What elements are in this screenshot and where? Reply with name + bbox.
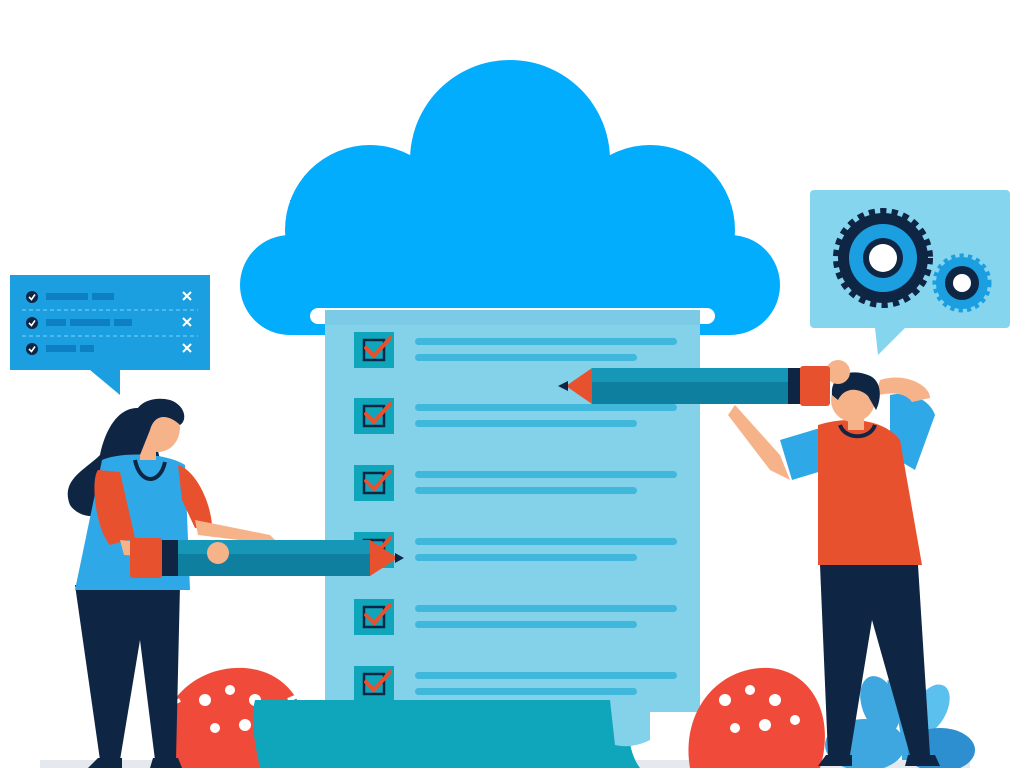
checkmark-icon: [364, 670, 392, 693]
close-icon: [182, 291, 192, 301]
checkmark-icon: [364, 469, 392, 492]
checkmark-icon: [364, 402, 392, 425]
large-gear-icon: [833, 208, 933, 308]
checklist-row: [354, 465, 677, 501]
bubble-row: [26, 343, 192, 355]
small-gear-icon: [932, 253, 992, 313]
close-icon: [182, 343, 192, 353]
pencil-left: [130, 538, 404, 578]
checkmark-icon: [364, 336, 392, 359]
close-icon: [182, 317, 192, 327]
blue-plant: [825, 676, 975, 768]
checkmark-icon: [364, 603, 392, 626]
checklist-row: [354, 666, 677, 702]
bubble-row: [26, 291, 192, 303]
checklist-row: [354, 332, 677, 368]
man-character: [728, 360, 940, 766]
checklist-row: [354, 599, 677, 635]
check-circle-icon: [26, 317, 38, 329]
document-base: [252, 700, 650, 768]
check-circle-icon: [26, 343, 38, 355]
settings-speech-bubble: [810, 190, 1010, 355]
checklist-rows: [354, 332, 677, 702]
red-monstera-leaf-right: [688, 667, 825, 768]
checklist-row: [354, 398, 677, 434]
cloud: [240, 60, 780, 335]
bubble-row: [26, 317, 192, 329]
pencil-right: [558, 366, 830, 406]
woman-character: [67, 398, 280, 768]
check-circle-icon: [26, 291, 38, 303]
checklist-speech-bubble: [10, 275, 210, 395]
